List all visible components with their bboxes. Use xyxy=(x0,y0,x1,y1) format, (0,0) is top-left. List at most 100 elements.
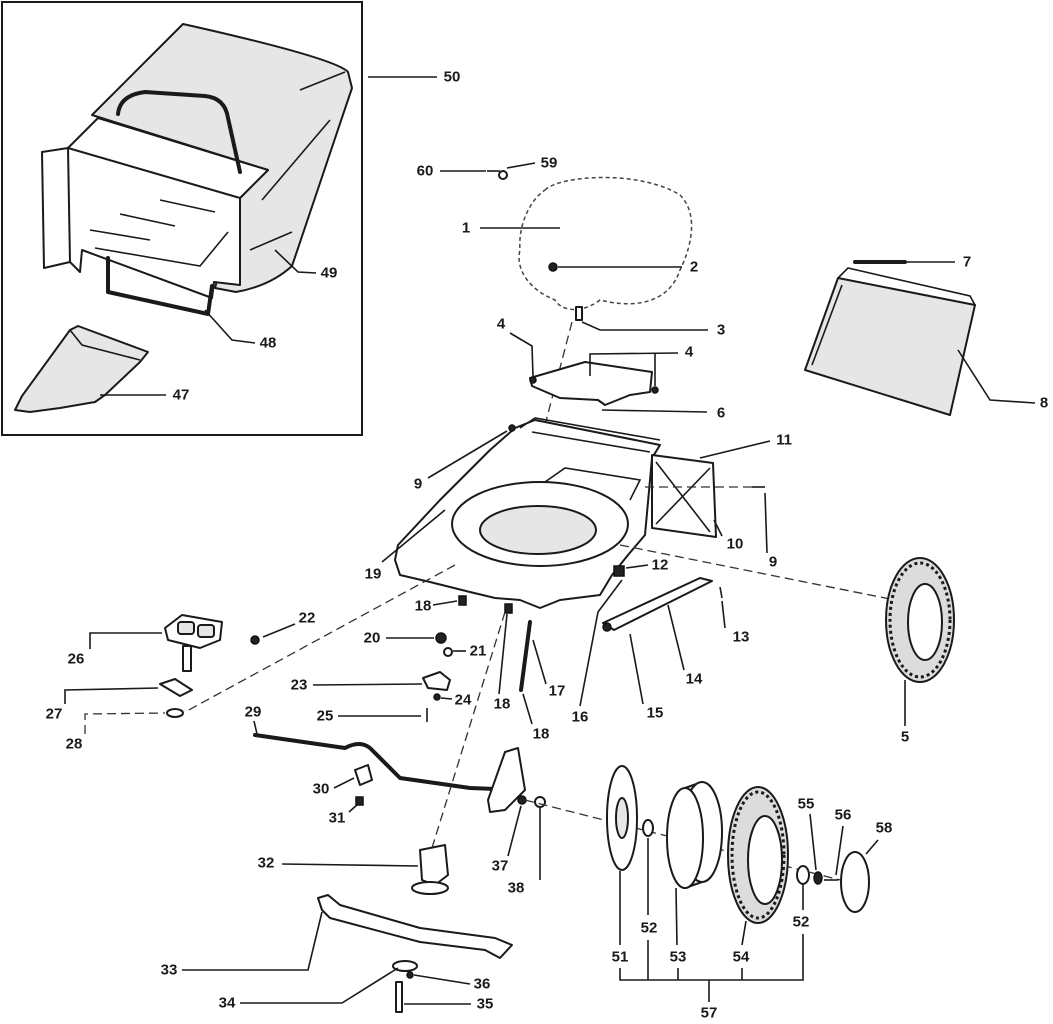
lever-23 xyxy=(422,671,451,691)
callout-20: 20 xyxy=(364,630,381,647)
leader-58 xyxy=(865,839,879,855)
leader-28 xyxy=(84,712,166,734)
leader-9-right xyxy=(764,492,768,554)
screw-13 xyxy=(719,586,723,599)
callout-14: 14 xyxy=(686,671,703,688)
callout-52-a: 52 xyxy=(641,920,658,937)
leader-31 xyxy=(348,803,359,813)
hubcap-58 xyxy=(840,851,870,913)
callout-19: 19 xyxy=(365,566,382,583)
leader-15 xyxy=(629,633,644,705)
leader-32 xyxy=(281,863,419,867)
bracket-27 xyxy=(159,678,193,697)
leader-27 xyxy=(64,687,159,704)
callout-18-a: 18 xyxy=(415,598,432,615)
grass-catcher-inset xyxy=(1,1,363,436)
callout-51: 51 xyxy=(612,949,629,966)
callout-1: 1 xyxy=(462,220,470,237)
callout-59: 59 xyxy=(541,155,558,172)
rear-flap-rod xyxy=(811,267,976,366)
leader-23 xyxy=(312,683,423,686)
leader-10 xyxy=(713,519,723,537)
catcher-frame-tube xyxy=(106,256,214,316)
callout-10: 10 xyxy=(727,536,744,553)
callout-22: 22 xyxy=(299,610,316,627)
leader-37 xyxy=(507,805,522,857)
callout-50: 50 xyxy=(444,69,461,86)
callout-4-a: 4 xyxy=(497,316,506,333)
deck-back-wall xyxy=(544,467,642,501)
callout-36: 36 xyxy=(474,976,491,993)
washer-52-left xyxy=(642,819,654,837)
baffle-plate-6 xyxy=(529,361,653,406)
leader-48 xyxy=(204,309,256,344)
callout-2: 2 xyxy=(690,259,698,276)
wheel-rim-53 xyxy=(666,787,704,889)
adapter-base xyxy=(411,881,449,895)
engine-mount-axis xyxy=(544,321,573,426)
deck-chamber-inner xyxy=(479,505,597,555)
callout-18-c: 18 xyxy=(533,726,550,743)
blade-axis xyxy=(431,611,506,849)
callout-38: 38 xyxy=(508,880,525,897)
leader-3 xyxy=(581,321,708,331)
washer-55 xyxy=(813,871,823,885)
leader-18-b xyxy=(498,613,508,695)
callout-48: 48 xyxy=(260,335,277,352)
rear-wheel-tread xyxy=(888,561,952,679)
callout-13: 13 xyxy=(733,629,750,646)
front-tire-tread xyxy=(730,790,786,920)
callout-54: 54 xyxy=(733,949,750,966)
blade-33 xyxy=(317,894,513,959)
axle-bracket-14 xyxy=(602,577,713,631)
nut-22 xyxy=(250,635,260,645)
hub-disk-center xyxy=(615,797,629,839)
catcher-frame-rim xyxy=(67,117,269,199)
leader-14 xyxy=(667,604,685,671)
screw-31 xyxy=(355,796,364,806)
catcher-front-panel xyxy=(41,147,71,269)
nut-20 xyxy=(435,632,447,644)
leader-11 xyxy=(699,440,771,459)
callout-30: 30 xyxy=(313,781,330,798)
leader-8 xyxy=(957,349,1036,404)
rear-wheel-axis xyxy=(619,544,896,601)
catcher-handle xyxy=(116,90,242,174)
baffle-bolt-4-right xyxy=(651,386,659,394)
washer-52-right xyxy=(796,865,810,885)
callout-27: 27 xyxy=(46,706,63,723)
bolt-18-a xyxy=(458,595,467,606)
leader-13 xyxy=(721,600,726,629)
leader-49 xyxy=(274,249,317,274)
mulch-plug xyxy=(14,325,149,413)
leader-34 xyxy=(240,967,399,1004)
leader-17 xyxy=(532,639,547,685)
leader-26 xyxy=(89,632,162,649)
callout-3: 3 xyxy=(717,322,725,339)
adjuster-axis xyxy=(184,564,456,713)
engine-bolt-3 xyxy=(575,306,583,321)
rod-17 xyxy=(519,620,532,692)
washer-34 xyxy=(392,960,418,972)
leader-9-left xyxy=(427,430,508,479)
callout-17: 17 xyxy=(549,683,566,700)
callout-23: 23 xyxy=(291,677,308,694)
engine-nut-2 xyxy=(548,262,558,272)
catcher-floor-lines xyxy=(89,199,229,267)
callout-35: 35 xyxy=(477,996,494,1013)
callout-26: 26 xyxy=(68,651,85,668)
leader-56 xyxy=(835,825,844,876)
washer-38 xyxy=(534,796,546,808)
rear-wheel-hub xyxy=(907,583,943,661)
callout-56: 56 xyxy=(835,807,852,824)
pin-24 xyxy=(433,693,441,701)
callout-34: 34 xyxy=(219,995,236,1012)
knob-grip-left xyxy=(177,621,195,635)
leader-16 xyxy=(579,579,623,707)
leader-30 xyxy=(333,777,355,789)
bolt-12 xyxy=(613,565,625,577)
front-axle-rod-29 xyxy=(253,733,522,792)
front-tire-inner xyxy=(747,815,783,905)
callout-60: 60 xyxy=(417,163,434,180)
